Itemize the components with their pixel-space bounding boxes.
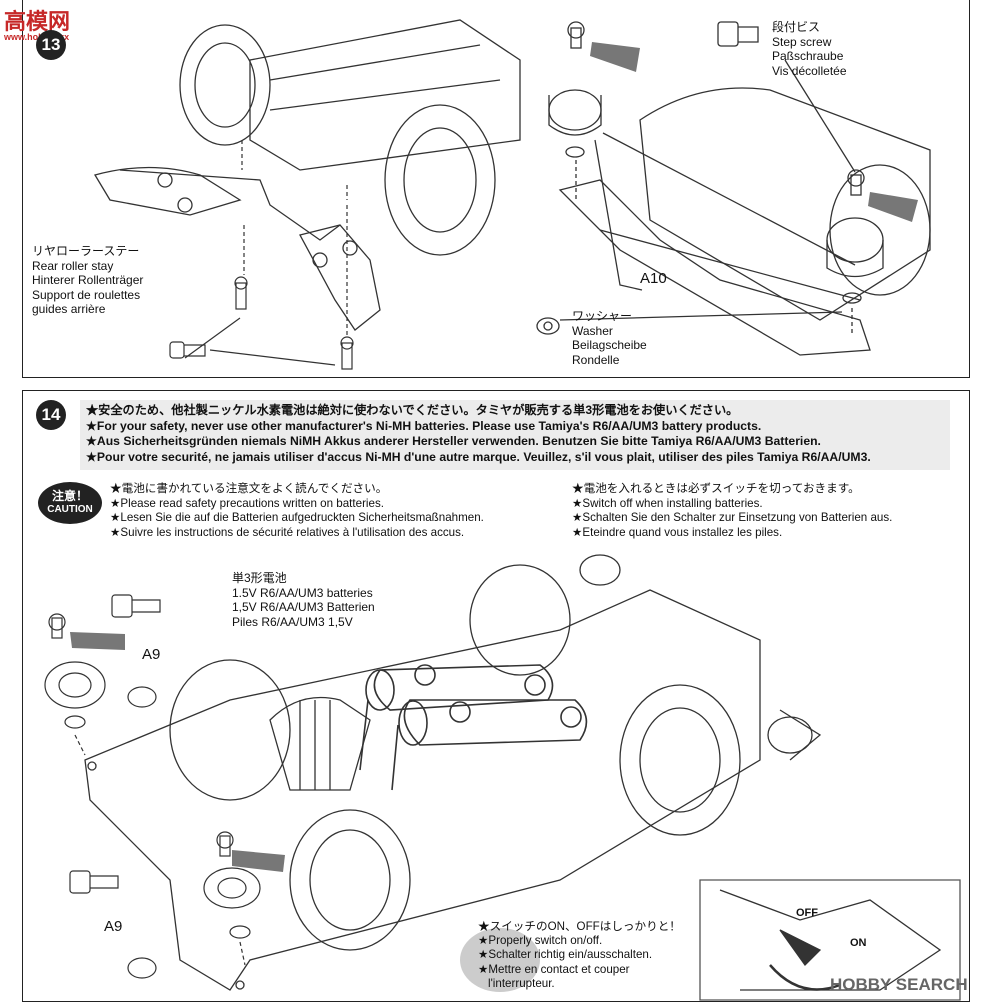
warning-line-jp: ★安全のため、他社製ニッケル水素電池は絶対に使わないでください。タミヤが販売する…: [86, 403, 739, 417]
switch-on-label: ON: [850, 937, 867, 949]
switch-off-label: OFF: [796, 907, 818, 919]
caution-list-right: ★電池を入れるときは必ずスイッチを切っておきます。 ★Switch off wh…: [572, 482, 893, 539]
watermark-hobbysearch: HOBBY SEARCH: [830, 975, 968, 994]
screw-drawings-13: [169, 140, 354, 370]
step-13-number: 13: [36, 30, 66, 60]
warning-line-de: ★Aus Sicherheitsgründen niemals NiMH Akk…: [86, 434, 821, 448]
watermark-url: www.hobbyxxx: [4, 32, 70, 42]
chassis-full-drawing: [84, 554, 822, 991]
batteries-label: 単3形電池 1.5V R6/AA/UM3 batteries 1,5V R6/A…: [232, 571, 375, 629]
rollers-14-drawings: [44, 594, 261, 979]
step-14-panel: [22, 390, 970, 1002]
battery-warning-box: ★安全のため、他社製ニッケル水素電池は絶対に使わないでください。タミヤが販売する…: [80, 400, 950, 470]
warning-line-en: ★For your safety, never use other manufa…: [86, 418, 762, 433]
chassis-rear-right-drawing: [536, 21, 931, 356]
step-screw-label: 段付ビス Step screw Paßschraube Vis décollet…: [772, 20, 847, 78]
part-a9-bottom-label: A9: [104, 918, 123, 935]
part-a9-top-label: A9: [142, 646, 161, 663]
watermark-logo: 高模网: [4, 9, 71, 34]
rear-roller-stay-label: リヤローラーステー Rear roller stay Hinterer Roll…: [32, 244, 144, 316]
chassis-rear-left-drawing: [94, 19, 521, 331]
battery-drawings: [359, 664, 588, 791]
switch-inset-drawing: [699, 879, 961, 1001]
step-14-number: 14: [36, 400, 66, 430]
part-a10-label: A10: [640, 270, 667, 287]
caution-list-left: ★電池に書かれている注意文をよく読んでください。 ★Please read sa…: [110, 482, 484, 539]
switch-highlight: [460, 928, 540, 992]
warning-line-fr: ★Pour votre securité, ne jamais utiliser…: [86, 449, 871, 464]
grey-arrow-indicators: [70, 42, 918, 872]
switch-note: ★スイッチのON、OFFはしっかりと！ ★Properly switch on/…: [478, 920, 681, 990]
caution-badge: 注意！ CAUTION: [38, 482, 102, 524]
washer-label: ワッシャー Washer Beilagscheibe Rondelle: [572, 309, 647, 367]
